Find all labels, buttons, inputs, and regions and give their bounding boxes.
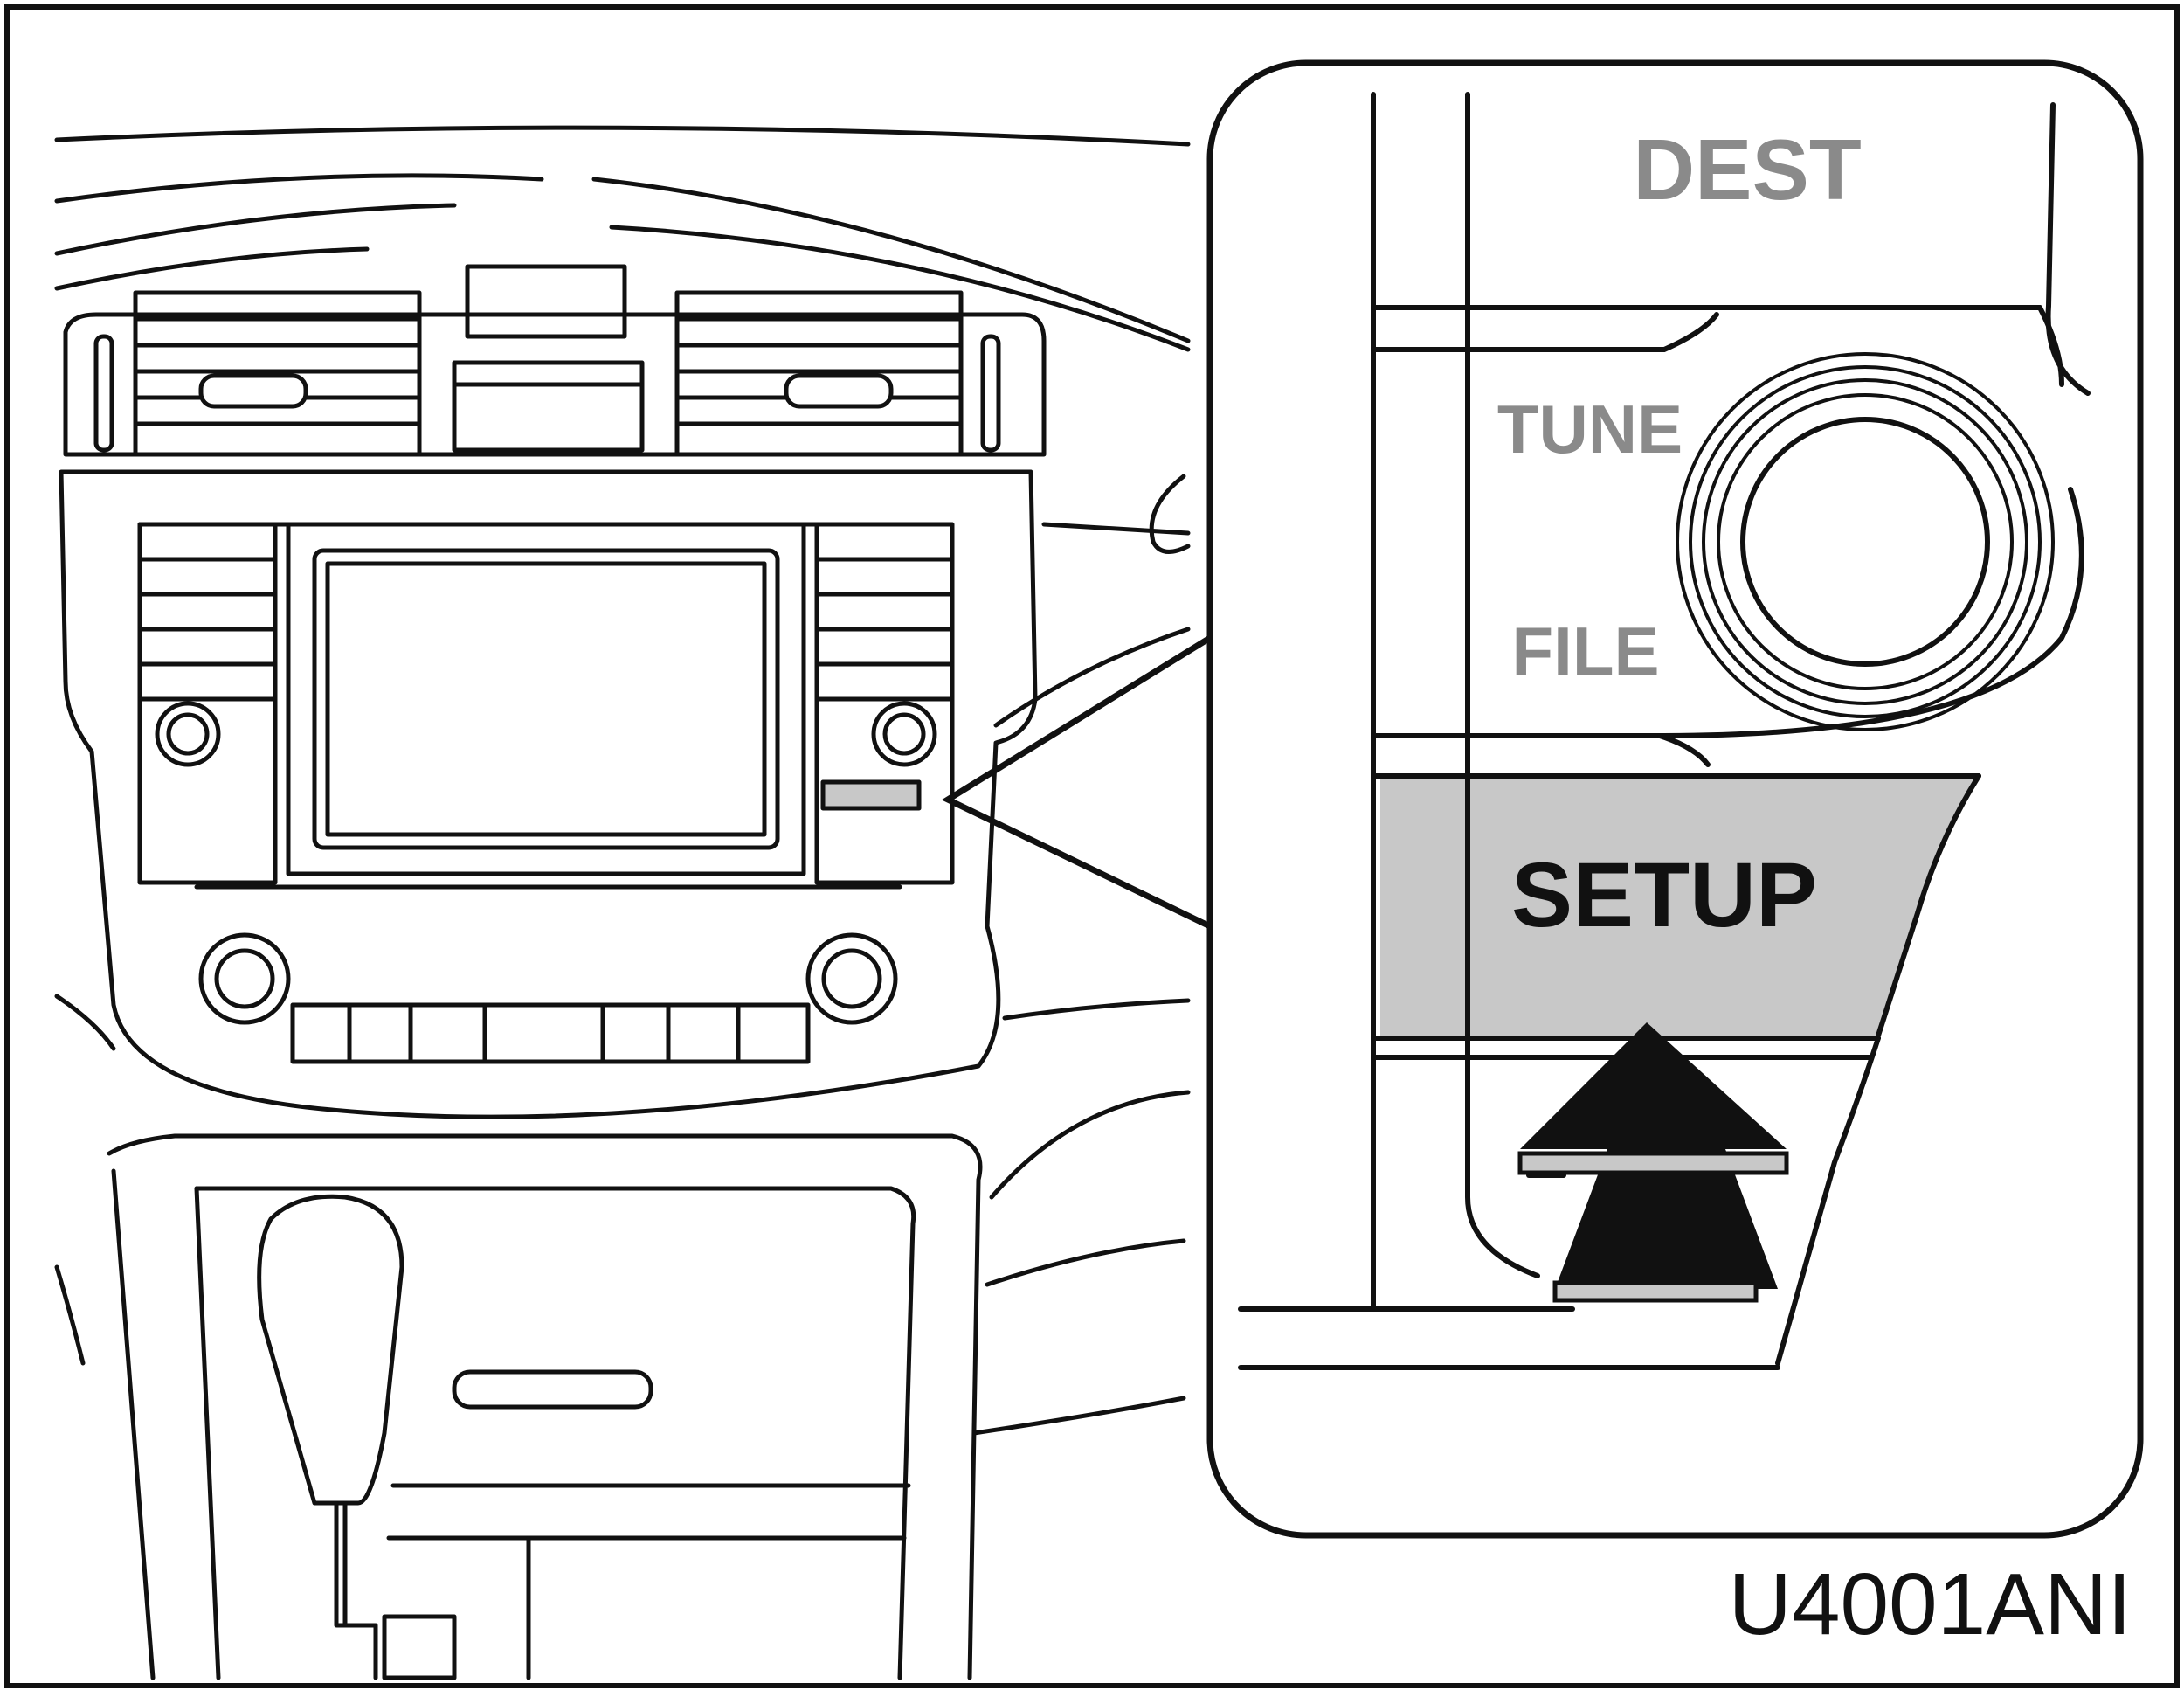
callout-pointer [941,635,1212,930]
figure-code: U4001ANI [1729,1555,2132,1653]
dashboard-overview [54,125,1191,1680]
setup-button-label[interactable]: SETUP [1511,844,1817,946]
file-button-label[interactable]: FILE [1512,613,1660,689]
setup-button[interactable] [1380,776,1979,1036]
zoomed-control-panel: DEST TUNE FILE SETUP [1206,59,2144,1539]
tune-knob-icon[interactable] [1676,352,2055,731]
up-arrow-icon [1517,1022,1789,1303]
dest-button-label[interactable]: DEST [1633,121,1861,218]
tune-button-label[interactable]: TUNE [1497,391,1683,468]
